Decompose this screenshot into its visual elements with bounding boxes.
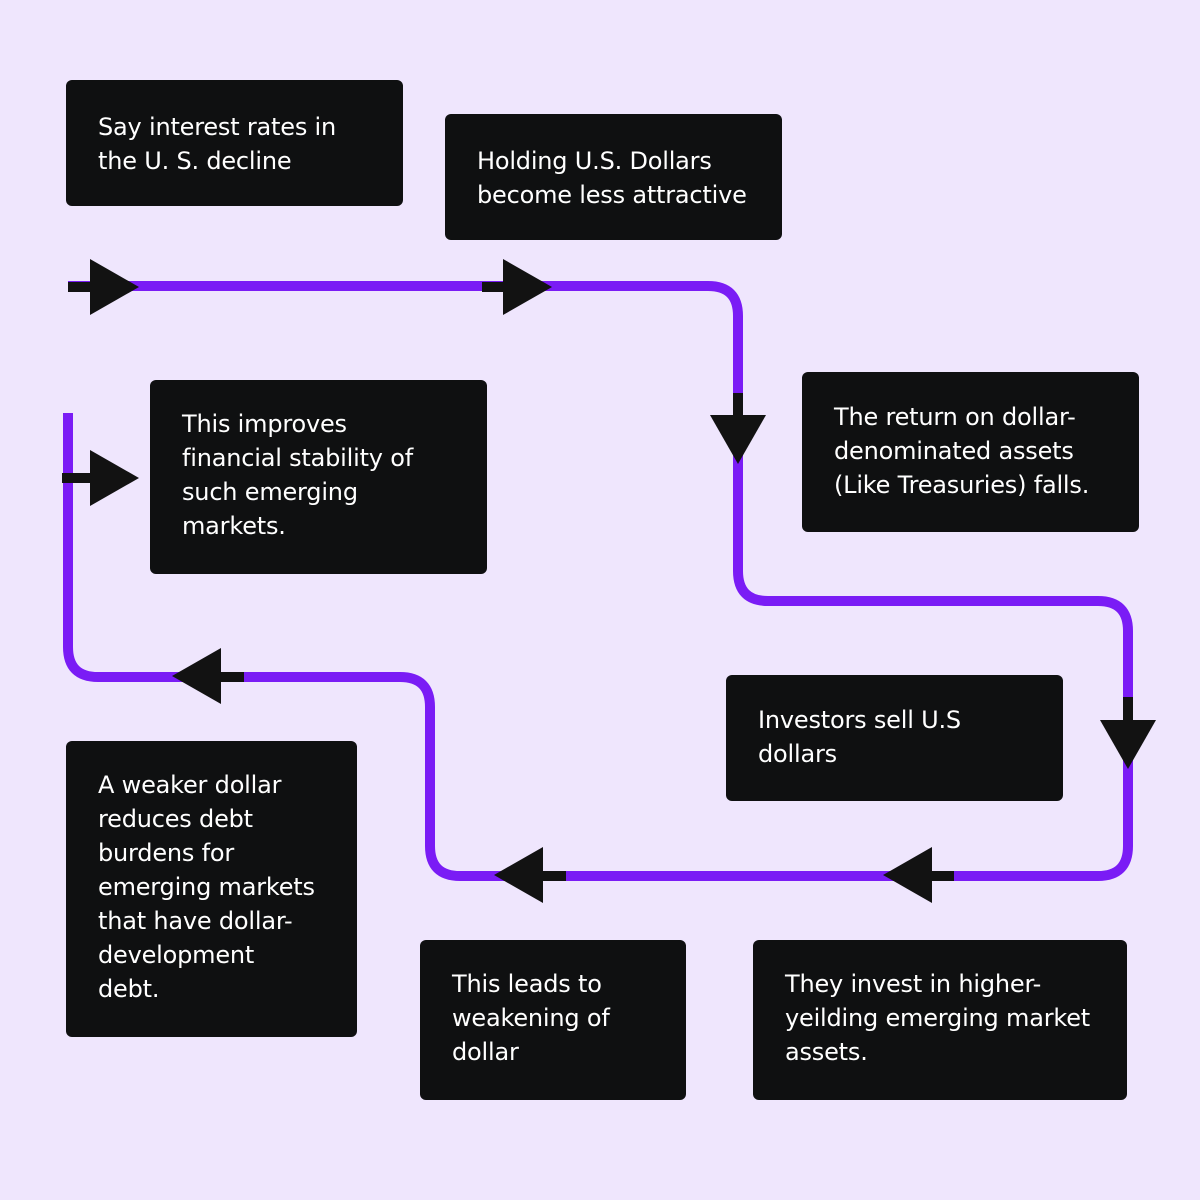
arrow-down-icon (710, 393, 766, 464)
arrow-right-icon (482, 259, 552, 315)
arrow-right-icon (62, 450, 139, 506)
arrow-down-icon (1100, 697, 1156, 769)
step-box-financial-stability: This improves financial stability of suc… (150, 380, 487, 574)
step-box-invest-emerging: They invest in higher- yeilding emerging… (753, 940, 1127, 1100)
arrow-left-icon (883, 847, 954, 903)
step-box-interest-rates-decline: Say interest rates in the U. S. decline (66, 80, 403, 206)
arrow-left-icon (172, 648, 244, 704)
step-box-investors-sell: Investors sell U.S dollars (726, 675, 1063, 801)
arrow-left-icon (494, 847, 566, 903)
step-box-debt-burdens: A weaker dollar reduces debt burdens for… (66, 741, 357, 1037)
step-box-dollars-less-attractive: Holding U.S. Dollars become less attract… (445, 114, 782, 240)
arrow-right-icon (68, 259, 139, 315)
step-box-return-falls: The return on dollar- denominated assets… (802, 372, 1139, 532)
flow-connector-line (63, 281, 1133, 881)
step-box-weakening-dollar: This leads to weakening of dollar (420, 940, 686, 1100)
